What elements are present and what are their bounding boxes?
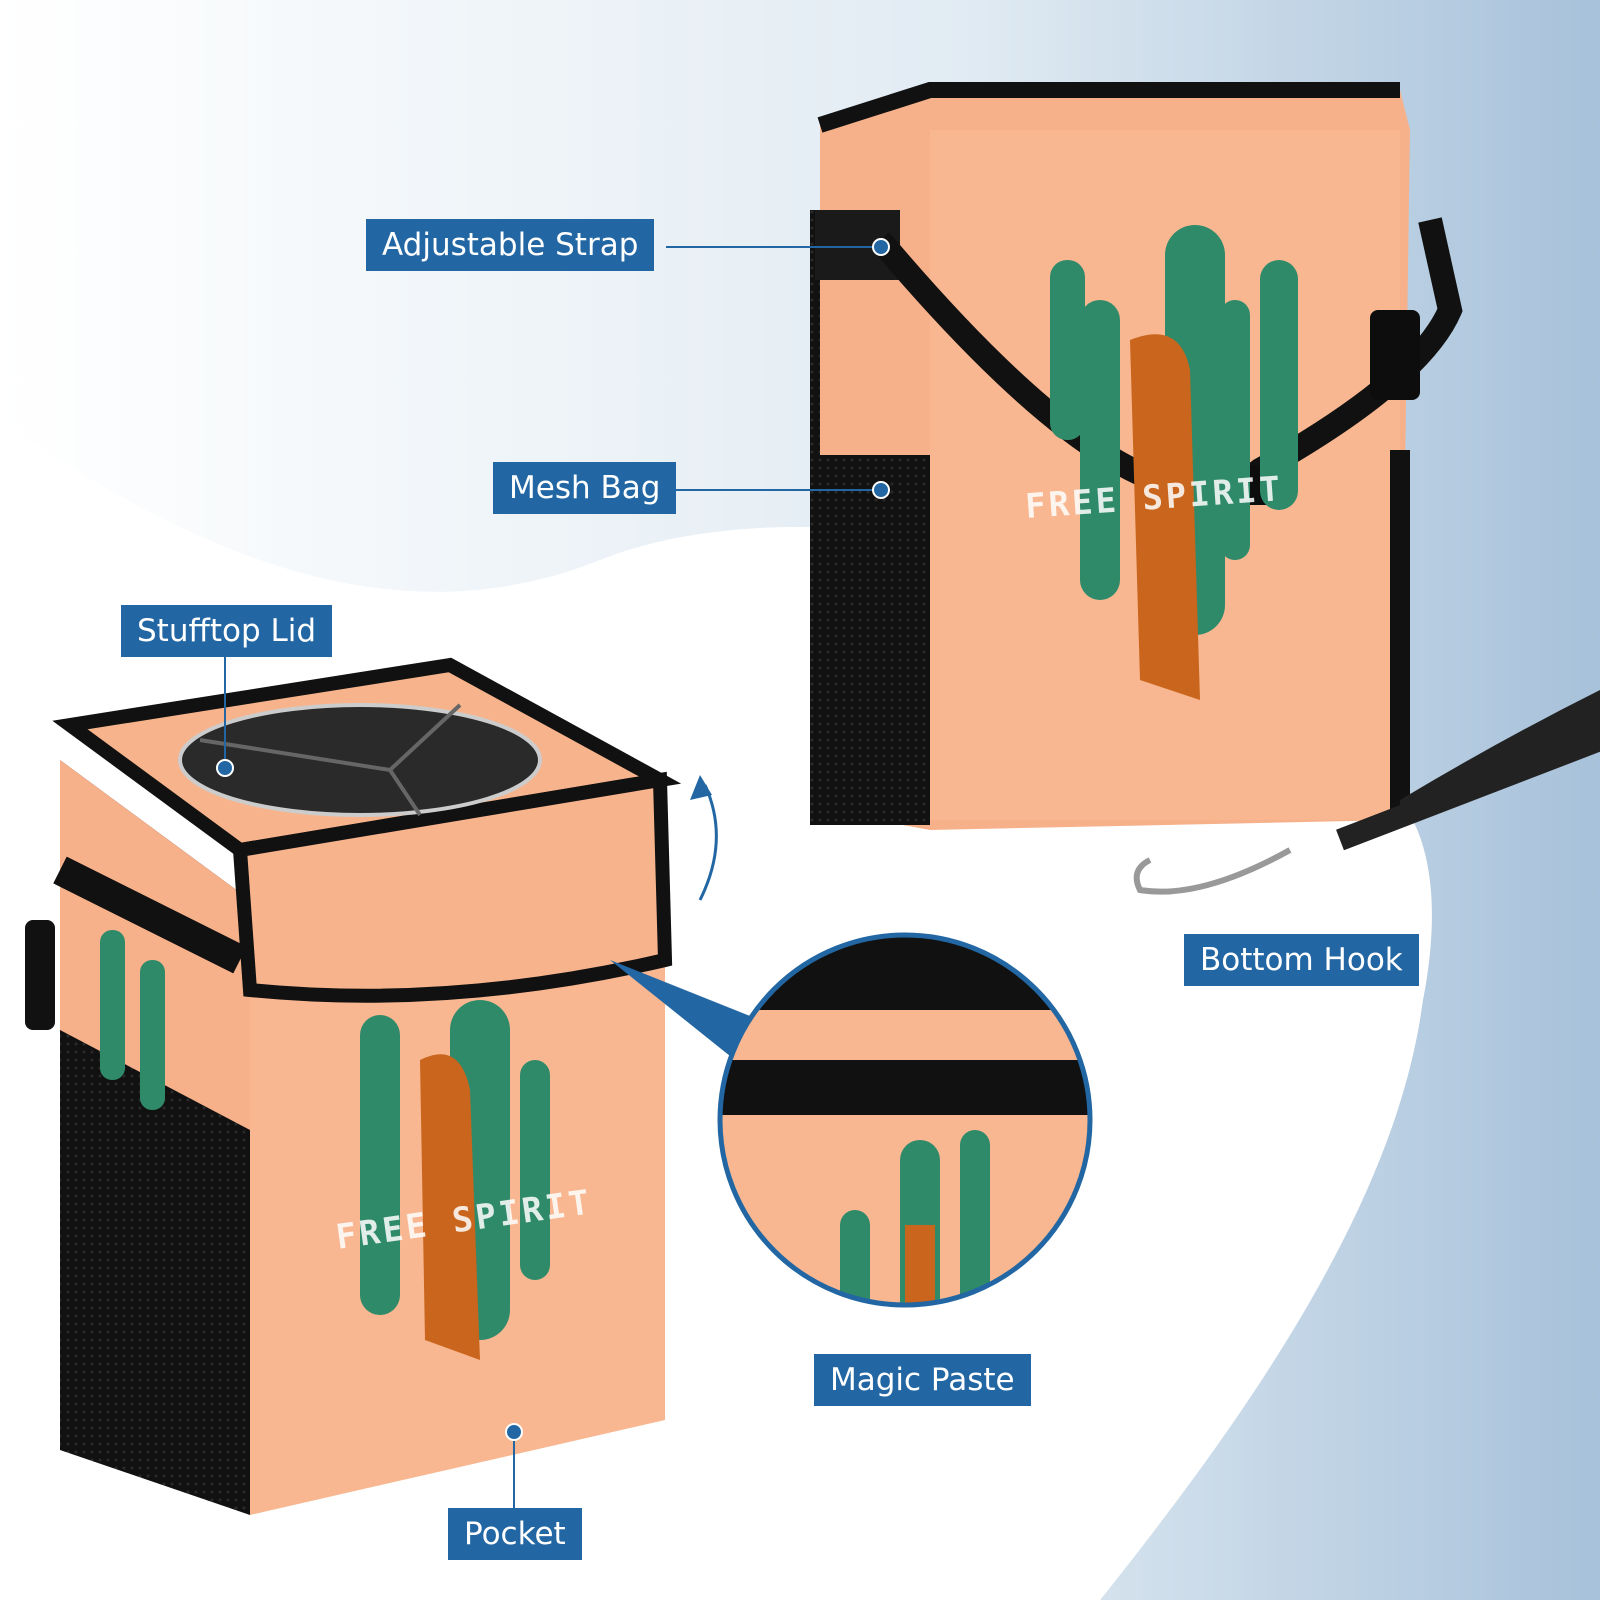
callout-dot	[872, 238, 890, 256]
label-pocket: Pocket	[448, 1508, 582, 1560]
stufftop-lid-opening	[178, 703, 542, 817]
label-mesh-bag: Mesh Bag	[493, 462, 677, 514]
leader-line	[224, 657, 226, 767]
leader-line	[513, 1430, 515, 1510]
callout-dot	[505, 1423, 523, 1441]
bag-left	[25, 657, 718, 1515]
cactus-print	[1050, 225, 1298, 635]
label-bottom-hook: Bottom Hook	[1184, 934, 1419, 986]
bag-right	[810, 82, 1600, 895]
label-stufftop-lid: Stufftop Lid	[121, 605, 333, 657]
leader-line	[666, 489, 882, 491]
label-adjustable-strap: Adjustable Strap	[366, 219, 655, 271]
label-magic-paste: Magic Paste	[814, 1354, 1031, 1406]
leader-line	[666, 246, 882, 248]
callout-dot	[872, 481, 890, 499]
callout-dot	[216, 759, 234, 777]
